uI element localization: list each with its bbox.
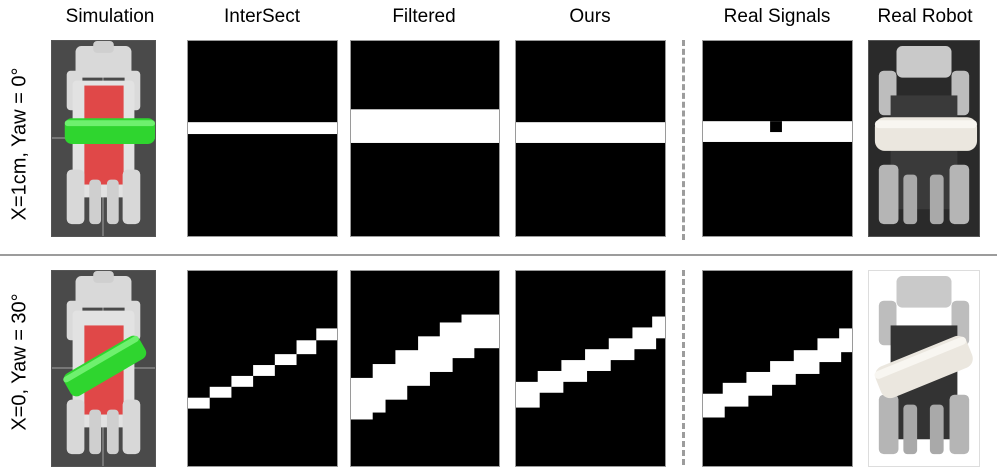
real-robot-photo-row2 xyxy=(868,270,980,467)
row-label-1: X=1cm, Yaw = 0° xyxy=(8,67,31,221)
real-robot-photo-row1 xyxy=(868,40,980,237)
simulation-image-row2 xyxy=(51,270,156,467)
column-title-simulation: Simulation xyxy=(65,6,155,27)
row-separator xyxy=(0,254,997,256)
simulation-image-row1 xyxy=(51,40,156,237)
column-title-real-robot: Real Robot xyxy=(877,6,973,27)
row-label-2: X=0, Yaw = 30° xyxy=(8,293,31,431)
column-separator-top xyxy=(682,40,685,240)
intersect-contact-map-row2 xyxy=(187,270,338,467)
real-signals-contact-map-row1 xyxy=(702,40,853,237)
column-title-intersect: InterSect xyxy=(223,6,301,27)
filtered-contact-map-row2 xyxy=(350,270,500,467)
column-title-filtered: Filtered xyxy=(392,6,456,27)
column-title-ours: Ours xyxy=(569,6,611,27)
real-signals-contact-map-row2 xyxy=(702,270,853,467)
column-title-real-signals: Real Signals xyxy=(723,6,831,27)
intersect-contact-map-row1 xyxy=(187,40,338,237)
ours-contact-map-row2 xyxy=(515,270,666,467)
filtered-contact-map-row1 xyxy=(350,40,500,237)
ours-contact-map-row1 xyxy=(515,40,666,237)
column-separator-bottom xyxy=(682,270,685,465)
